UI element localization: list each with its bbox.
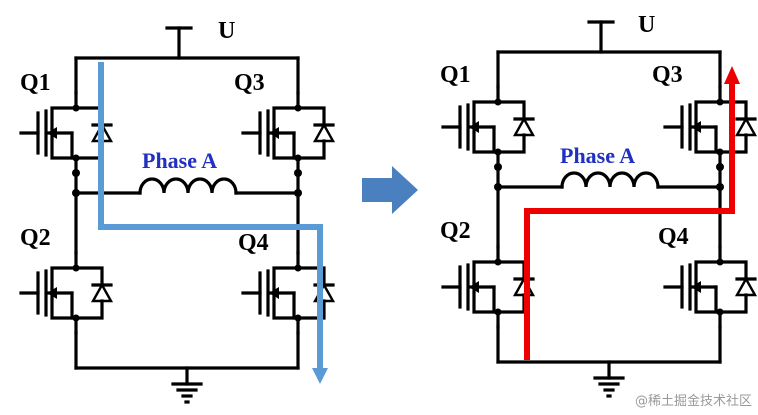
red-arrow-path-icon (524, 66, 740, 360)
left-q2-label: Q2 (20, 225, 51, 251)
right-q3-label: Q3 (652, 62, 683, 88)
left-q3-label: Q3 (234, 70, 265, 96)
watermark-text: @稀土掘金技术社区 (635, 393, 752, 409)
right-q4-label: Q4 (658, 224, 689, 250)
right-supply-label: U (638, 12, 655, 38)
transition-arrow-icon (362, 166, 418, 214)
right-q1-label: Q1 (440, 62, 471, 88)
left-q4-label: Q4 (238, 230, 269, 256)
right-ground-icon (593, 360, 625, 398)
left-h-bridge (21, 28, 333, 368)
left-supply-label: U (218, 18, 235, 44)
left-q1-label: Q1 (20, 70, 51, 96)
right-q2-label: Q2 (440, 218, 471, 244)
left-phase-label: Phase A (142, 148, 217, 173)
right-phase-label: Phase A (560, 143, 635, 168)
left-ground-icon (171, 366, 203, 404)
blue-arrow-path-icon (98, 62, 328, 384)
right-h-bridge (443, 22, 755, 362)
